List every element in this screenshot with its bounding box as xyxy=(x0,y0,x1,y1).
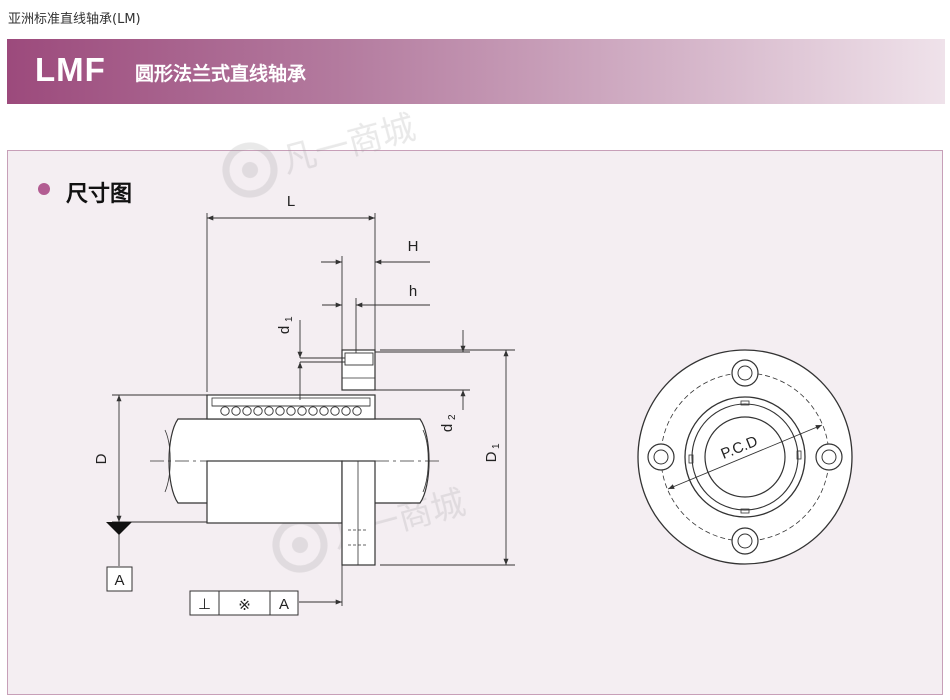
label-L: L xyxy=(287,193,295,210)
ball xyxy=(341,406,351,416)
front-view xyxy=(637,349,853,565)
label-d2: d xyxy=(439,424,456,432)
ball xyxy=(264,406,274,416)
bolt-hole-right xyxy=(815,443,843,471)
watermark-text: 凡一商城 xyxy=(278,108,420,182)
flange-lower xyxy=(341,460,376,566)
datum-label: A xyxy=(114,572,124,589)
ball xyxy=(330,406,340,416)
dimension-lines xyxy=(112,213,515,606)
ball xyxy=(308,406,318,416)
ball xyxy=(242,406,252,416)
ball xyxy=(297,406,307,416)
pcd-arrow xyxy=(667,424,823,490)
section-title: 尺寸图 xyxy=(66,182,133,207)
datum-triangle-icon xyxy=(106,522,132,535)
label-h: h xyxy=(409,283,417,300)
section-bullet-icon xyxy=(38,183,50,195)
tolerance-datum: A xyxy=(279,596,289,613)
datum-box xyxy=(106,566,133,592)
product-title: 圆形法兰式直线轴承 xyxy=(135,63,307,85)
side-view xyxy=(150,349,440,566)
ball xyxy=(220,406,230,416)
bolt-hole-top xyxy=(731,359,759,387)
tolerance-frame: ⊥ ※ A xyxy=(189,590,299,616)
ball xyxy=(286,406,296,416)
breadcrumb: 亚洲标准直线轴承(LM) xyxy=(8,12,141,27)
bolt-hole-left xyxy=(647,443,675,471)
label-H: H xyxy=(408,238,419,255)
label-d2-sub: 2 xyxy=(447,414,458,420)
label-D1: D xyxy=(483,451,500,462)
ball xyxy=(253,406,263,416)
bolt-hole-bottom xyxy=(731,527,759,555)
tolerance-mark: ※ xyxy=(238,597,251,614)
ball xyxy=(275,406,285,416)
label-d1: d xyxy=(276,326,293,334)
ball xyxy=(231,406,241,416)
label-d1-sub: 1 xyxy=(284,316,295,322)
perpendicularity-symbol: ⊥ xyxy=(198,596,211,613)
label-D: D xyxy=(93,453,110,464)
ball-row xyxy=(220,406,362,416)
ball xyxy=(352,406,362,416)
product-code: LMF xyxy=(35,51,106,88)
header-bar: LMF 圆形法兰式直线轴承 xyxy=(7,39,945,104)
label-D1-sub: 1 xyxy=(491,443,502,449)
bearing-body xyxy=(206,460,343,524)
ball xyxy=(319,406,329,416)
